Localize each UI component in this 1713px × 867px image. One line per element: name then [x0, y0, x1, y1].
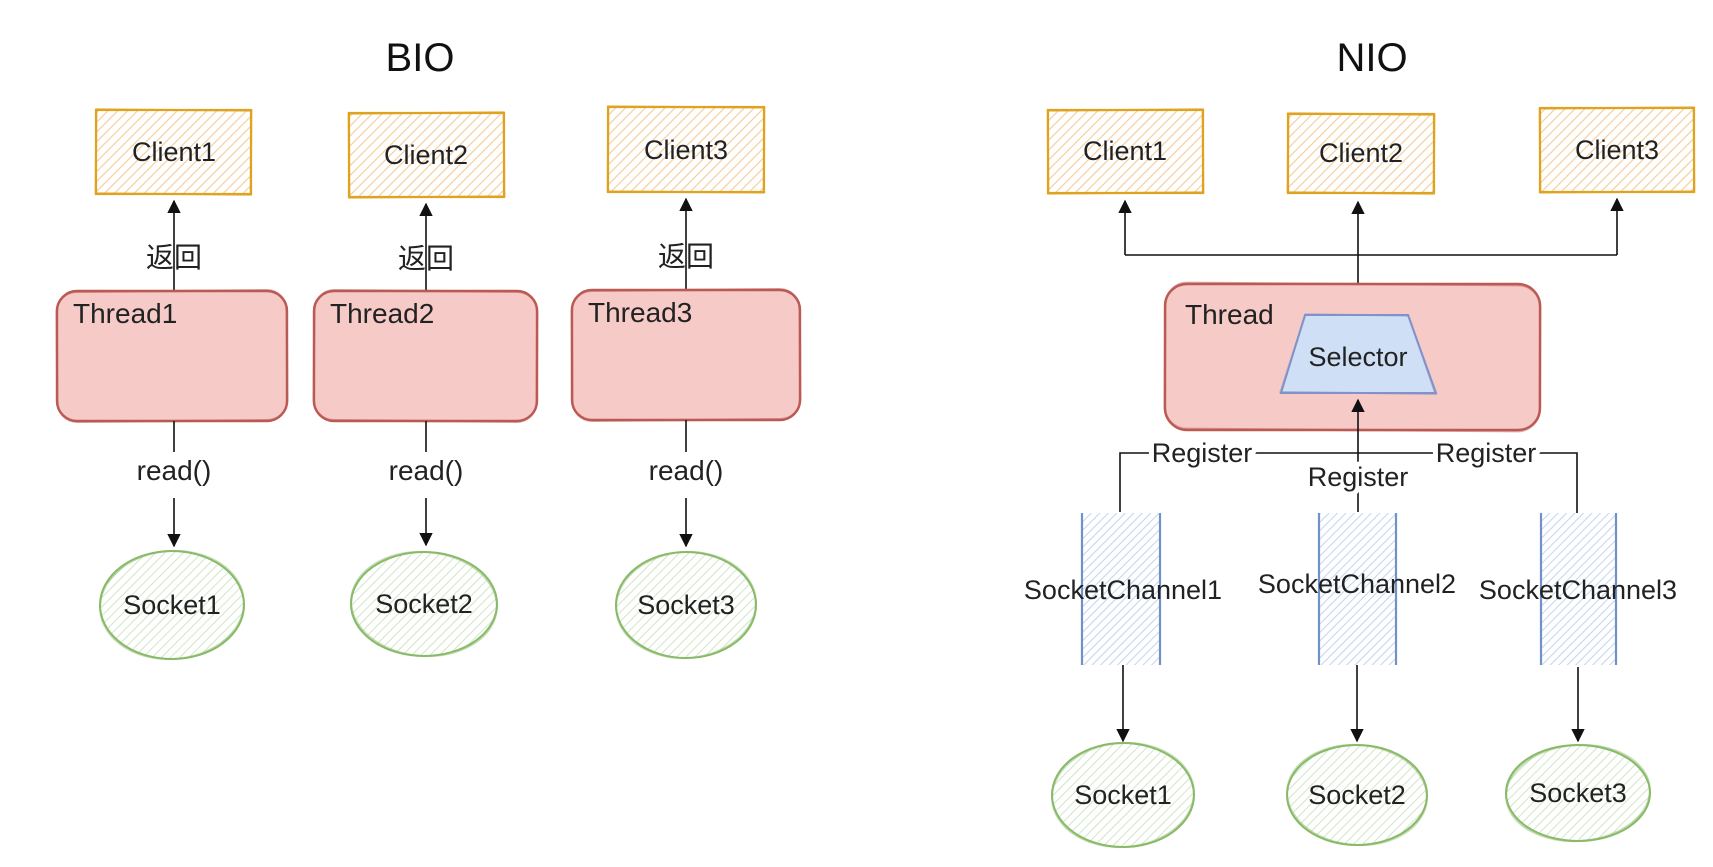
nio-client2-box [1286, 112, 1436, 195]
bio-client1-label: Client1 [132, 137, 216, 167]
bio-client1-box [94, 108, 253, 196]
nio-channel2-shape [1319, 513, 1396, 665]
bio-thread1-box-sketch [55, 288, 289, 424]
bio-column-3: Client3 返回 Thread3 read() Socket3 [570, 105, 802, 660]
bio-thread3-box-sketch [570, 287, 802, 423]
nio-client1-label: Client1 [1083, 136, 1167, 166]
nio-client1-box-sketch [1046, 107, 1205, 196]
nio-thread-label: Thread [1185, 299, 1274, 330]
nio-register-label-left: Register [1152, 438, 1253, 468]
nio-register-wiring: Register Register Register [1119, 398, 1578, 513]
nio-socket1-label: Socket1 [1074, 780, 1172, 810]
nio-client2-label: Client2 [1319, 138, 1403, 168]
bio-column-1: Client1 返回 Thread1 read() Socket1 [55, 107, 289, 661]
nio-socket-channels: SocketChannel1 SocketChannel2 SocketChan… [1024, 513, 1677, 665]
nio-channel1-shape [1082, 513, 1160, 665]
bio-client2-label: Client2 [384, 140, 468, 170]
bio-socket1-label: Socket1 [123, 590, 221, 620]
bio-return-label-2: 返回 [398, 243, 454, 274]
bio-return-label-3: 返回 [658, 241, 714, 272]
bio-read-label-2: read() [389, 455, 464, 486]
bio-thread2-box-sketch [312, 289, 539, 424]
bio-socket3-shape-sketch [615, 550, 757, 660]
nio-channel3-label: SocketChannel3 [1479, 575, 1677, 605]
bio-socket3-label: Socket3 [637, 590, 735, 620]
bio-section: BIO Client1 返回 Thread1 read() Socket1 Cl… [55, 36, 802, 661]
nio-socket1-shape-sketch [1051, 741, 1195, 849]
nio-socket2-shape-sketch [1286, 743, 1428, 847]
nio-title: NIO [1336, 36, 1407, 80]
bio-socket1-shape-sketch [99, 549, 245, 661]
nio-clients: Client1 Client2 Client3 [1046, 106, 1696, 196]
nio-channel1-label: SocketChannel1 [1024, 575, 1222, 605]
bio-thread1-label: Thread1 [73, 298, 177, 329]
bio-client3-box-sketch [606, 105, 766, 194]
bio-return-label-1: 返回 [146, 242, 202, 273]
bio-read-label-3: read() [649, 455, 724, 486]
bio-client2-box-sketch [347, 110, 506, 200]
nio-socket3-shape-sketch [1505, 743, 1651, 843]
nio-client3-box-sketch [1538, 106, 1696, 194]
nio-client3-box [1538, 106, 1696, 194]
nio-client3-label: Client3 [1575, 135, 1659, 165]
nio-thread: Thread Selector [1163, 281, 1542, 433]
bio-read-label-1: read() [137, 455, 212, 486]
nio-register-path [1119, 452, 1578, 513]
nio-selector-label: Selector [1308, 342, 1407, 372]
nio-socket2-label: Socket2 [1308, 780, 1406, 810]
nio-socket3-label: Socket3 [1529, 778, 1627, 808]
nio-sockets: Socket1 Socket2 Socket3 [1051, 741, 1651, 849]
nio-channel3-shape [1541, 513, 1616, 665]
bio-thread3-label: Thread3 [588, 297, 692, 328]
bio-column-2: Client2 返回 Thread2 read() Socket2 [312, 110, 539, 658]
nio-selector-shape-sketch [1279, 313, 1437, 396]
bio-socket2-label: Socket2 [375, 589, 473, 619]
bio-client1-box-sketch [94, 107, 253, 197]
nio-channel2-label: SocketChannel2 [1258, 569, 1456, 599]
bio-title: BIO [386, 36, 455, 80]
nio-client2-box-sketch [1286, 111, 1436, 196]
nio-thread-box-sketch [1163, 281, 1542, 433]
nio-channel-to-socket-arrows [1116, 665, 1585, 743]
nio-section: NIO Client1 Client2 Client3 Thread [1024, 36, 1696, 849]
bio-client3-label: Client3 [644, 135, 728, 165]
nio-thread-to-clients-connector [1118, 197, 1624, 284]
nio-register-label-right: Register [1436, 438, 1537, 468]
bio-socket2-shape-sketch [350, 550, 498, 658]
bio-thread2-label: Thread2 [330, 298, 434, 329]
nio-register-label-center: Register [1308, 462, 1409, 492]
